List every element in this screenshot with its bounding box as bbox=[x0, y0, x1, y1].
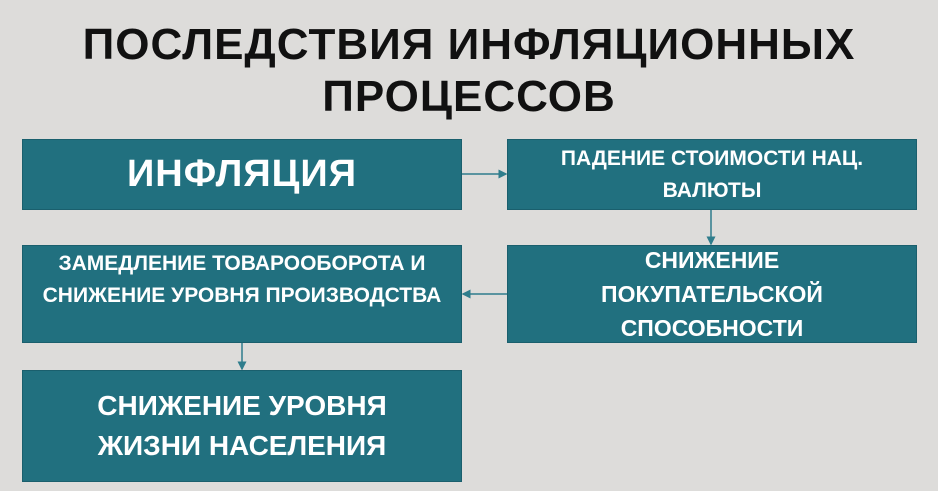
box-trade-slowdown: ЗАМЕДЛЕНИЕ ТОВАРООБОРОТА И СНИЖЕНИЕ УРОВ… bbox=[22, 245, 462, 343]
page-title-line1: ПОСЛЕДСТВИЯ ИНФЛЯЦИОННЫХ bbox=[82, 20, 856, 69]
box-purchasing-power: СНИЖЕНИЕ ПОКУПАТЕЛЬСКОЙ СПОСОБНОСТИ bbox=[507, 245, 917, 343]
box-inflation: ИНФЛЯЦИЯ bbox=[22, 139, 462, 210]
box-living-standard-label: СНИЖЕНИЕ УРОВНЯ ЖИЗНИ НАСЕЛЕНИЯ bbox=[97, 390, 387, 461]
page-title-line2: ПРОЦЕССОВ bbox=[322, 72, 616, 121]
box-currency-drop-label: ПАДЕНИЕ СТОИМОСТИ НАЦ. ВАЛЮТЫ bbox=[560, 146, 864, 202]
box-purchasing-power-label: СНИЖЕНИЕ ПОКУПАТЕЛЬСКОЙ СПОСОБНОСТИ bbox=[601, 247, 823, 341]
box-inflation-label: ИНФЛЯЦИЯ bbox=[126, 153, 358, 195]
box-currency-drop: ПАДЕНИЕ СТОИМОСТИ НАЦ. ВАЛЮТЫ bbox=[507, 139, 917, 210]
box-living-standard: СНИЖЕНИЕ УРОВНЯ ЖИЗНИ НАСЕЛЕНИЯ bbox=[22, 370, 462, 482]
box-trade-slowdown-label: ЗАМЕДЛЕНИЕ ТОВАРООБОРОТА И СНИЖЕНИЕ УРОВ… bbox=[42, 252, 442, 307]
